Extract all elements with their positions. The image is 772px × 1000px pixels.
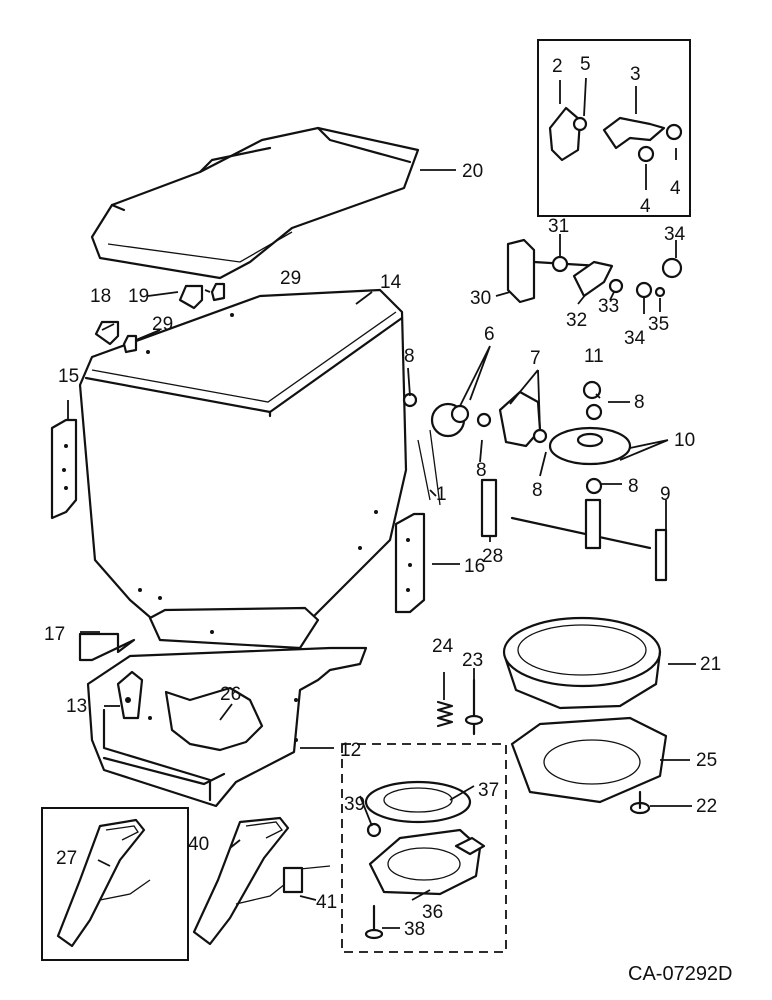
callout-8-a: 8 [404,346,415,367]
gasket-plate-part-25 [510,716,668,804]
callout-29-lower: 29 [152,314,173,335]
callout-24: 24 [432,636,454,657]
callout-19: 19 [128,286,149,307]
callout-26: 26 [220,684,241,705]
callout-12: 12 [340,740,361,761]
callout-25: 25 [696,750,717,771]
callout-40: 40 [188,834,209,855]
callout-41: 41 [316,892,337,913]
callout-30: 30 [470,288,491,309]
inset-box-part-27 [41,807,189,961]
callout-5: 5 [580,54,591,75]
base-frame-part-12 [78,632,368,808]
hopper-lid-part-20 [90,126,420,280]
callout-1: 1 [436,484,447,505]
gear-assembly-part-10 [480,380,668,582]
callout-9: 9 [660,484,671,505]
callout-16: 16 [464,556,485,577]
callout-4-a: 4 [670,178,681,199]
callout-4-b: 4 [640,196,651,217]
callout-31: 31 [548,216,569,237]
callout-8-d: 8 [532,480,543,501]
callout-8-c: 8 [476,460,487,481]
callout-8-e: 8 [628,476,639,497]
callout-29-upper: 29 [280,268,301,289]
callout-20: 20 [462,161,483,182]
pin-part-23 [464,678,484,736]
callout-2: 2 [552,56,563,77]
callout-27: 27 [56,848,77,869]
callout-28: 28 [482,546,503,567]
hopper-body-part-14 [78,288,408,650]
callout-35: 35 [648,314,669,335]
shaft-assembly-parts-30-35 [506,238,683,304]
callout-numbers: 20 14 29 19 18 29 15 8 6 7 11 8 10 8 8 8… [44,54,733,985]
spring-part-24 [436,700,454,728]
callout-36: 36 [422,902,443,923]
callout-13: 13 [66,696,87,717]
callout-22: 22 [696,796,717,817]
callout-8-b: 8 [634,392,645,413]
callout-11: 11 [584,346,604,367]
diagram-code: CA-07292D [628,963,733,985]
callout-34-a: 34 [664,224,686,245]
callout-6: 6 [484,324,495,345]
callout-37: 37 [478,780,499,801]
callout-17: 17 [44,624,65,645]
callout-7: 7 [530,348,541,369]
ring-assembly-part-21 [502,616,662,710]
callout-15: 15 [58,366,79,387]
callout-18: 18 [90,286,111,307]
callout-leaders [67,77,696,929]
lid-brackets-18-19-29 [94,282,226,354]
callout-3: 3 [630,64,641,85]
callout-23: 23 [462,650,483,671]
bolt-part-22 [629,790,651,815]
callout-10: 10 [674,430,695,451]
callout-21: 21 [700,654,721,675]
callout-39: 39 [344,794,365,815]
callout-32: 32 [566,310,587,331]
inset-box-parts-36-39 [341,743,507,953]
callout-14: 14 [380,272,402,293]
callout-38: 38 [404,919,425,940]
mount-arm-part-40 [192,816,290,946]
callout-34-b: 34 [624,328,646,349]
inset-box-parts-2-5 [537,39,691,217]
callout-33: 33 [598,296,619,317]
wire-harness-part-41 [235,865,331,905]
side-plates-15-16 [50,418,426,614]
drive-sprocket-part-6 [402,392,492,506]
